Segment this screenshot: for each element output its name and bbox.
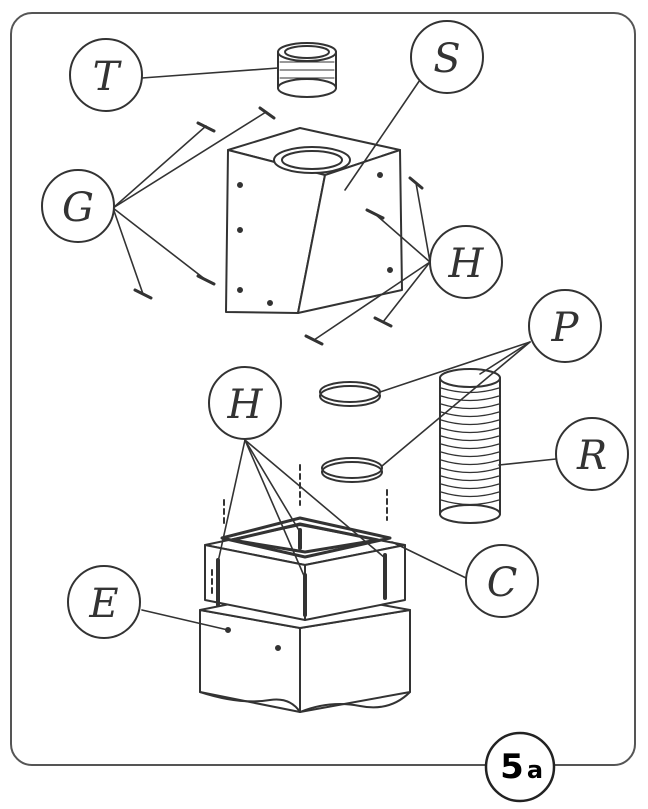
upper-box [225, 127, 403, 314]
figure-frame [10, 12, 636, 766]
screws-lower [211, 464, 388, 617]
callout-p: P [551, 305, 580, 351]
flexible-hose [439, 368, 501, 524]
figure-badge: 5 a [484, 731, 556, 803]
rings [319, 381, 383, 483]
figure-suffix: a [527, 756, 543, 784]
leader-lines [112, 67, 557, 631]
callout-h-lower: H [227, 382, 264, 428]
callout-g: G [62, 185, 94, 231]
callout-r: R [576, 433, 607, 479]
figure-number: 5 [500, 747, 524, 787]
callout-t: T [93, 54, 123, 100]
callout-s: S [433, 36, 460, 82]
callout-e: E [88, 581, 118, 627]
callout-c: C [487, 560, 518, 606]
callout-h-upper: H [448, 241, 485, 287]
callout-circles [41, 20, 629, 639]
mounting-frame [220, 516, 392, 559]
adapter-collar [277, 42, 337, 98]
